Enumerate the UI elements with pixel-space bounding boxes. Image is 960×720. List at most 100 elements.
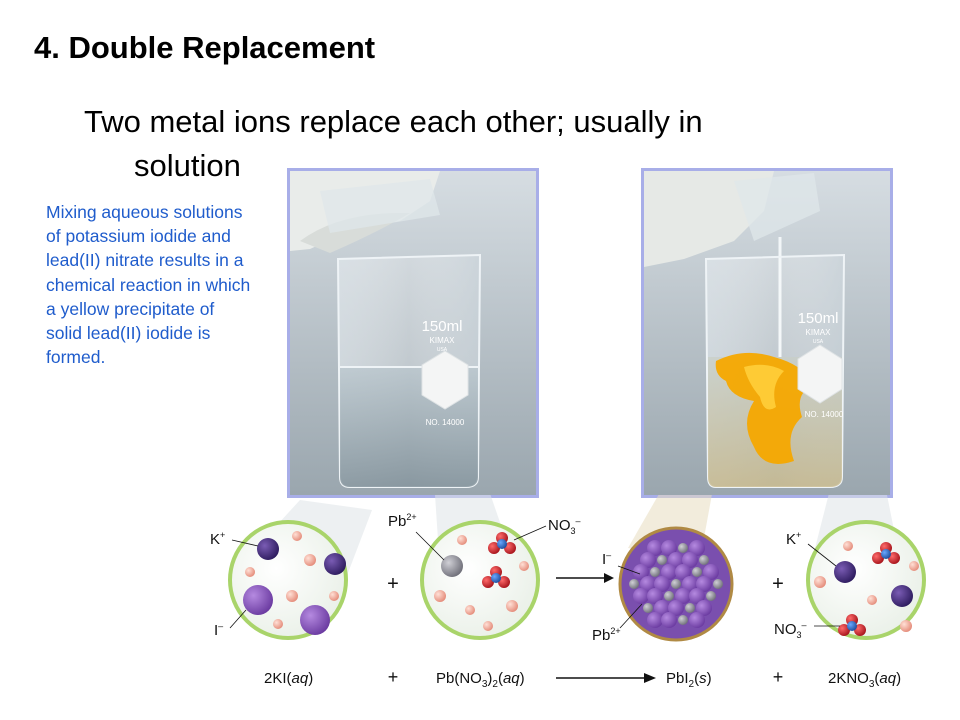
- iodide-ion: [647, 612, 663, 628]
- lead-ion: [692, 567, 702, 577]
- subtitle-line-2: solution: [134, 148, 241, 183]
- nitrate-ion: [488, 532, 516, 554]
- iodide-ion: [243, 585, 273, 615]
- beaker-volume-label: 150ml: [798, 310, 839, 327]
- iodide-ion: [682, 552, 698, 568]
- iodide-ion: [633, 564, 649, 580]
- iodide-ion: [675, 588, 691, 604]
- lead-ion: [706, 591, 716, 601]
- iodide-ion: [689, 612, 705, 628]
- slide-title: 4. Double Replacement: [34, 30, 376, 65]
- lead-ion: [657, 555, 667, 565]
- iodide-ion: [696, 600, 712, 616]
- slide-subtitle: Two metal ions replace each other; usual…: [84, 100, 904, 188]
- pouring-beaker: [320, 179, 440, 233]
- svg-text:I–: I–: [602, 550, 611, 568]
- svg-text:K+: K+: [786, 530, 801, 548]
- beaker-label-hexagon: [421, 350, 469, 410]
- lead-ion: [678, 615, 688, 625]
- beaker-right: [704, 253, 846, 488]
- iodide-ion: [640, 576, 656, 592]
- label-no3-minus-right: NO3–: [774, 620, 840, 640]
- iodide-ion: [689, 588, 705, 604]
- lead-ion: [643, 603, 653, 613]
- lead-ion: [664, 591, 674, 601]
- potassium-ion: [324, 553, 346, 575]
- ki-solution-circle: [228, 520, 348, 640]
- iodide-ion: [661, 564, 677, 580]
- svg-text:Pb2+: Pb2+: [592, 626, 621, 644]
- label-pb2-plus-solid: Pb2+: [592, 603, 643, 644]
- lead-ion: [678, 543, 688, 553]
- beaker-brand-label: KIMAX: [430, 336, 456, 345]
- reaction-arrow-diagram: [556, 573, 614, 583]
- iodide-ion: [675, 564, 691, 580]
- iodide-ion: [689, 540, 705, 556]
- equation-reactant-lead-nitrate: Pb(NO3)2(aq): [436, 670, 525, 690]
- equation-product-lead-iodide: PbI2(s): [666, 670, 712, 690]
- potassium-ion: [834, 561, 856, 583]
- iodide-ion: [300, 605, 330, 635]
- svg-text:NO3–: NO3–: [548, 516, 581, 536]
- figure-caption: Mixing aqueous solutions of potassium io…: [46, 202, 251, 368]
- iodide-ion: [633, 588, 649, 604]
- lead-ion: [699, 555, 709, 565]
- iodide-ion: [647, 588, 663, 604]
- photo-beaker-before: 150ml KIMAX USA NO. 14000: [287, 168, 539, 498]
- photo-beaker-after: 150ml KIMAX USA NO. 14000: [641, 168, 893, 498]
- subtitle-line-1: Two metal ions replace each other; usual…: [84, 104, 703, 139]
- lead-ion: [650, 567, 660, 577]
- nitrate-ion: [482, 566, 510, 588]
- beaker-left: [336, 253, 482, 488]
- lead-ion: [671, 579, 681, 589]
- pouring-beaker: [734, 173, 820, 241]
- nitrate-ion: [872, 542, 900, 564]
- lead-ion: [441, 555, 463, 577]
- iodide-ion: [703, 564, 719, 580]
- lead-ion: [629, 579, 639, 589]
- beaker-origin-label: USA: [813, 339, 824, 345]
- lead-ion: [685, 603, 695, 613]
- iodide-ion: [682, 576, 698, 592]
- label-i-minus-solid: I–: [602, 550, 641, 575]
- iodide-ion: [654, 576, 670, 592]
- iodide-ion: [661, 540, 677, 556]
- equation-plus-1: +: [388, 667, 399, 687]
- iodide-ion: [661, 612, 677, 628]
- iodide-ion: [668, 600, 684, 616]
- svg-text:Pb2+: Pb2+: [388, 512, 417, 530]
- lead-nitrate-solution-circle: [420, 520, 540, 640]
- iodide-ion: [668, 552, 684, 568]
- potassium-nitrate-solution-circle: [806, 520, 926, 640]
- label-no3-minus-top: NO3–: [513, 516, 581, 541]
- potassium-ion: [891, 585, 913, 607]
- beaker-number-label: NO. 14000: [426, 418, 465, 427]
- iodide-ion: [696, 576, 712, 592]
- beaker-number-label: NO. 14000: [805, 410, 844, 419]
- iodide-ion: [640, 552, 656, 568]
- nitrate-ion: [838, 614, 866, 636]
- iodide-ion: [647, 540, 663, 556]
- beaker-origin-label: USA: [437, 347, 448, 353]
- beaker-brand-label: KIMAX: [806, 328, 832, 337]
- svg-text:NO3–: NO3–: [774, 620, 807, 640]
- label-k-plus-left: K+: [210, 530, 259, 548]
- lead-ion: [713, 579, 723, 589]
- diagram-plus: +: [387, 573, 399, 595]
- label-i-minus-left: I–: [214, 609, 247, 639]
- yellow-precipitate: [715, 352, 814, 464]
- chemical-equation: 2KI(aq) + Pb(NO3)2(aq) PbI2(s) + 2KNO3(a…: [264, 667, 901, 690]
- diagram-plus: +: [772, 573, 784, 595]
- molecular-diagram: + + K+ I– Pb2+ NO3– I– Pb2+ K+ NO3– 2KI(…: [210, 495, 926, 690]
- label-pb2-plus: Pb2+: [388, 512, 445, 561]
- beaker-volume-label: 150ml: [422, 318, 463, 335]
- potassium-ion: [257, 538, 279, 560]
- lead-iodide-solid-circle: [618, 526, 734, 642]
- svg-text:K+: K+: [210, 530, 225, 548]
- iodide-ion: [654, 600, 670, 616]
- label-k-plus-right: K+: [786, 530, 837, 567]
- equation-product-potassium-nitrate: 2KNO3(aq): [828, 670, 901, 690]
- equation-plus-2: +: [773, 667, 784, 687]
- equation-reactant-ki: 2KI(aq): [264, 670, 313, 687]
- beaker-label-hexagon: [797, 344, 843, 404]
